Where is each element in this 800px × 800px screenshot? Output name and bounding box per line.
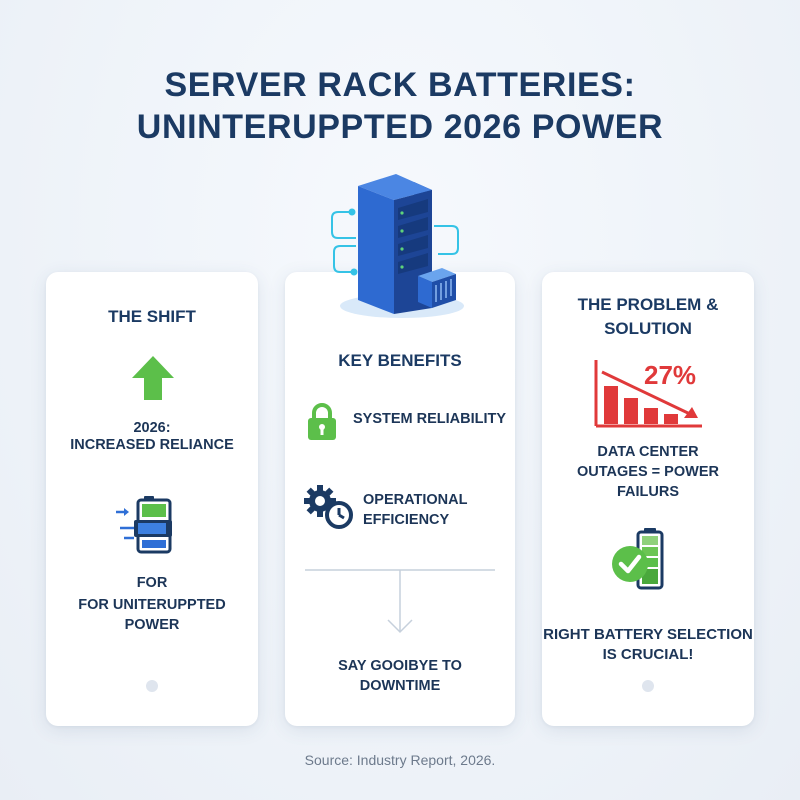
- result-line-1: SAY GOOIBYE TO: [338, 658, 462, 674]
- card-problem-solution: THE PROBLEM & SOLUTION 27% DATA CENTER O…: [542, 272, 754, 726]
- problem-heading-line-1: THE PROBLEM &: [577, 295, 719, 314]
- title-line-1: SERVER RACK BATTERIES:: [164, 66, 636, 104]
- problem-line-2: OUTAGES = POWER: [577, 464, 719, 480]
- card-dot: [642, 680, 654, 692]
- server-rack-icon: [331, 174, 464, 318]
- problem-heading-line-2: SOLUTION: [604, 319, 692, 338]
- benefit-efficiency-line-1: OPERATIONAL: [363, 492, 468, 508]
- lock-icon: [308, 403, 336, 440]
- declining-bar-chart-icon: [594, 360, 702, 428]
- card-the-shift: THE SHIFT 2026: INCREASED RELIANCE FOR F…: [46, 272, 258, 726]
- problem-line-1: DATA CENTER: [597, 444, 699, 460]
- shift-heading: THE SHIFT: [108, 307, 196, 326]
- card-key-benefits: KEY BENEFITS SYSTEM RELIABILITY OPERATIO…: [285, 272, 515, 726]
- source-footnote: Source: Industry Report, 2026.: [304, 752, 496, 768]
- battery-charging-icon: [116, 496, 172, 554]
- for-line: FOR: [136, 575, 168, 591]
- down-arrow-icon: [305, 569, 495, 634]
- solution-line-2: IS CRUCIAL!: [602, 646, 694, 663]
- solution-line-1: RIGHT BATTERY SELECTION: [543, 626, 753, 643]
- reliance-line: INCREASED RELIANCE: [70, 437, 234, 453]
- purpose-line-2: POWER: [124, 617, 180, 633]
- gears-clock-icon: [304, 485, 353, 529]
- outage-stat: 27%: [644, 360, 697, 390]
- benefit-efficiency-line-2: EFFICIENCY: [363, 512, 450, 528]
- benefit-reliability: SYSTEM RELIABILITY: [353, 411, 507, 427]
- year-line: 2026:: [133, 420, 171, 436]
- title-line-2: UNINTERUPPTED 2026 POWER: [136, 108, 664, 146]
- battery-check-icon: [612, 528, 664, 590]
- problem-line-3: FAILURS: [616, 484, 680, 500]
- benefits-heading: KEY BENEFITS: [338, 351, 462, 370]
- purpose-line-1: FOR UNITERUPPTED: [78, 597, 226, 613]
- card-dot: [146, 680, 158, 692]
- up-arrow-icon: [132, 356, 174, 400]
- result-line-2: DOWNTIME: [359, 678, 441, 694]
- page-title: SERVER RACK BATTERIES: UNINTERUPPTED 202…: [0, 64, 800, 148]
